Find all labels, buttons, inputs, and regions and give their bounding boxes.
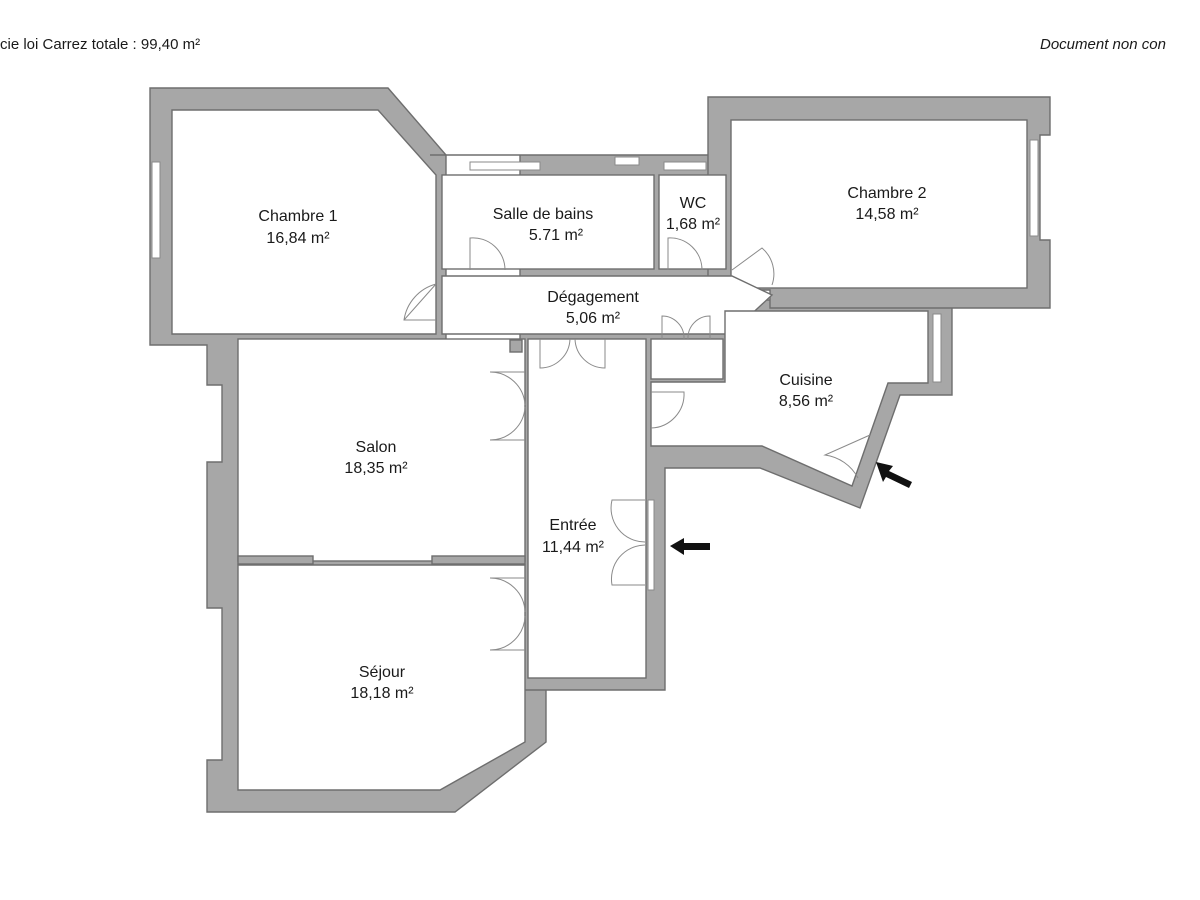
label-wc-area: 1,68 m² — [666, 216, 721, 233]
label-sejour-name: Séjour — [359, 664, 406, 681]
room-salon — [237, 338, 526, 562]
room-cuisine — [650, 310, 929, 487]
door-entree-top-right — [574, 338, 606, 369]
room-cuisine-storage — [650, 338, 724, 380]
window-chambre-1 — [151, 161, 161, 259]
door-degagement-kitchen-right — [687, 315, 711, 340]
window-salle-de-bains — [469, 161, 541, 171]
window-cuisine — [932, 313, 942, 383]
label-sejour-area: 18,18 m² — [350, 685, 414, 702]
label-cuisine-name: Cuisine — [779, 372, 832, 389]
room-sejour — [237, 564, 526, 791]
window-vent — [614, 156, 640, 166]
label-entree-area: 11,44 m² — [542, 539, 605, 556]
room-chambre-1 — [171, 109, 437, 335]
room-salle-de-bains — [441, 174, 655, 270]
door-degagement-kitchen-left — [661, 315, 685, 340]
total-area-label: cie loi Carrez totale : 99,40 m² — [0, 36, 201, 53]
label-salon-name: Salon — [356, 439, 397, 456]
rooms — [171, 109, 1028, 791]
door-cuisine-side — [650, 391, 685, 429]
window-entree — [647, 499, 655, 591]
door-salle-de-bains — [469, 237, 506, 271]
doors — [403, 237, 871, 651]
door-salon-upper — [489, 371, 526, 406]
label-chambre-2-area: 14,58 m² — [855, 206, 919, 223]
room-wc — [658, 174, 727, 270]
door-entree-main-upper — [610, 499, 646, 543]
arrow-left-icon — [670, 538, 710, 555]
windows — [151, 139, 1039, 591]
label-degagement-area: 5,06 m² — [566, 310, 621, 327]
label-salle-de-bains-name: Salle de bains — [493, 206, 594, 223]
partitions — [237, 339, 526, 565]
door-sejour-upper — [489, 577, 526, 613]
label-chambre-1-area: 16,84 m² — [266, 230, 330, 247]
disclaimer-label: Document non con — [1040, 36, 1166, 53]
partition-salon-sejour-right — [431, 555, 526, 565]
label-entree-name: Entrée — [549, 517, 596, 534]
door-salon-lower — [489, 406, 526, 441]
label-wc-name: WC — [680, 195, 707, 212]
door-sejour-lower — [489, 615, 526, 651]
label-degagement-name: Dégagement — [547, 289, 639, 306]
label-cuisine-area: 8,56 m² — [779, 393, 834, 410]
window-chambre-2 — [1029, 139, 1039, 237]
door-wc — [667, 237, 703, 271]
room-labels: Chambre 1 16,84 m² Salle de bains 5.71 m… — [258, 185, 926, 702]
door-chambre-1 — [403, 283, 437, 321]
room-chambre-2 — [730, 119, 1028, 289]
window-wc — [663, 161, 707, 171]
room-entree — [527, 338, 647, 679]
label-salle-de-bains-area: 5.71 m² — [529, 227, 584, 244]
door-chambre-2 — [731, 247, 775, 286]
pillar — [509, 339, 523, 353]
door-cuisine-exterior — [823, 434, 871, 479]
label-salon-area: 18,35 m² — [344, 460, 408, 477]
arrows — [670, 462, 912, 555]
arrow-diagonal-icon — [876, 462, 912, 488]
door-entree-top-left — [539, 338, 571, 369]
partition-salon-sejour-left — [237, 555, 314, 565]
door-entree-main-lower — [610, 544, 646, 586]
label-chambre-2-name: Chambre 2 — [847, 185, 926, 202]
label-chambre-1-name: Chambre 1 — [258, 208, 337, 225]
